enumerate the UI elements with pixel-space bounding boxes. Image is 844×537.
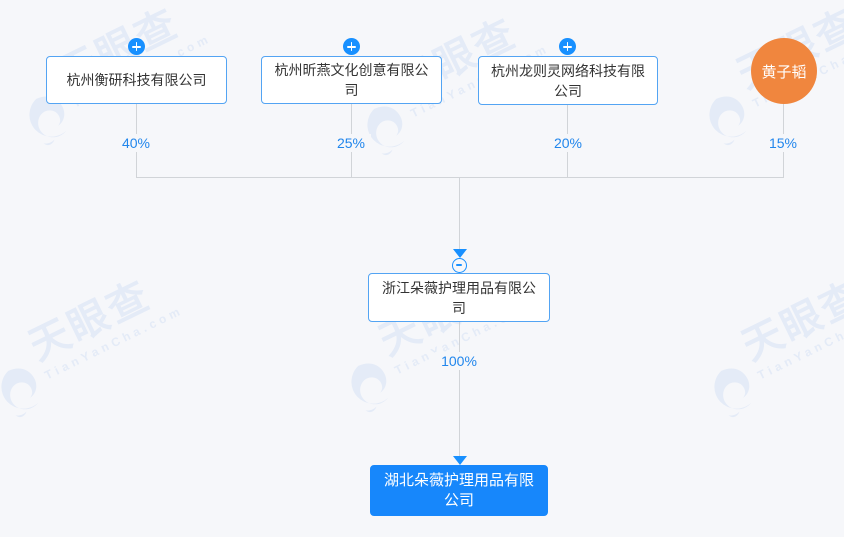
shareholder-person-node[interactable]: 黄子韬 [751,38,817,104]
shareholder-company-node[interactable]: 杭州昕燕文化创意有限公司 [261,56,442,104]
shareholder-company-node[interactable]: 杭州衡研科技有限公司 [46,56,227,104]
expand-plus-icon[interactable] [343,38,360,55]
parent-company-node[interactable]: 浙江朵薇护理用品有限公司 [368,273,550,322]
tianyancha-logo-icon [709,96,747,146]
tianyancha-logo-icon [367,106,405,156]
tianyancha-watermark: 天眼查 TianYanCha.com [687,264,844,426]
tianyancha-logo-icon [714,368,752,418]
tianyancha-watermark: 天眼查 TianYanCha.com [0,264,195,426]
subsidiary-company-node[interactable]: 湖北朵薇护理用品有限公司 [370,465,548,516]
tianyancha-logo-icon [1,368,39,418]
tianyancha-logo-icon [351,363,389,413]
shareholding-percent-label: 15% [762,134,804,152]
arrow-down-icon [453,249,467,258]
shareholding-percent-label: 100% [435,352,483,370]
collapse-minus-icon[interactable] [452,258,467,273]
watermark-brand-en: TianYanCha.com [755,303,844,383]
connector-line [459,177,460,249]
watermark-brand-cn: 天眼查 [22,272,158,370]
shareholding-percent-label: 25% [330,134,372,152]
expand-plus-icon[interactable] [128,38,145,55]
expand-plus-icon[interactable] [559,38,576,55]
watermark-brand-en: TianYanCha.com [42,303,186,383]
connector-line [459,322,460,456]
shareholding-percent-label: 40% [115,134,157,152]
shareholding-percent-label: 20% [547,134,589,152]
connector-line [136,177,784,178]
arrow-down-icon [453,456,467,465]
watermark-brand-cn: 天眼查 [735,272,844,370]
shareholder-company-node[interactable]: 杭州龙则灵网络科技有限公司 [478,56,658,105]
